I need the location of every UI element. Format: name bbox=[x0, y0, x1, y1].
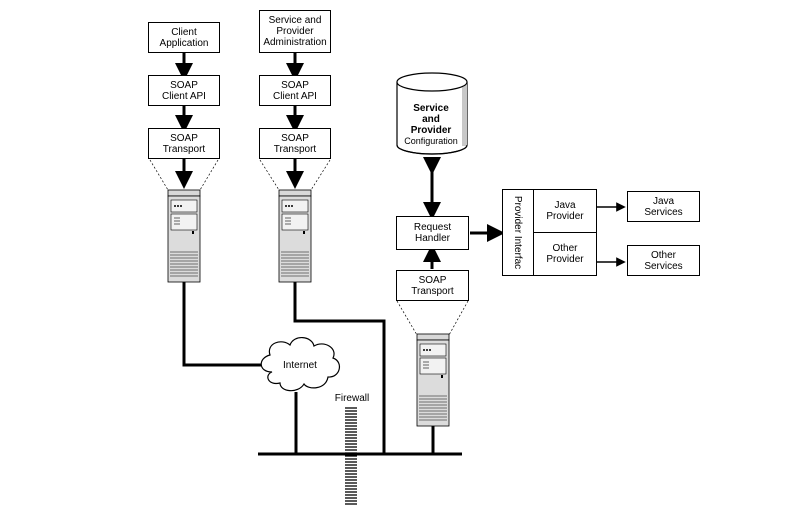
config-line1: Service bbox=[413, 103, 449, 114]
other-services-line1: Other bbox=[650, 249, 676, 261]
other-services-line2: Services bbox=[644, 260, 683, 272]
internet-label: Internet bbox=[283, 360, 317, 371]
config-line2: and bbox=[422, 114, 440, 125]
callout-left-2 bbox=[199, 159, 219, 191]
soap-client-api-left-line2: Client API bbox=[162, 90, 206, 102]
provider-interface-box: Provider Interfac Java Provider Other Pr… bbox=[502, 189, 597, 276]
soap-client-api-admin-line1: SOAP bbox=[281, 79, 309, 91]
soap-transport-admin-line1: SOAP bbox=[281, 132, 309, 144]
client-application-line2: Application bbox=[159, 37, 209, 49]
admin-line1: Service and bbox=[268, 15, 322, 26]
wire-client-to-internet bbox=[182, 282, 268, 367]
client-application-line1: Client bbox=[171, 26, 197, 38]
wire-admin-to-backbone bbox=[293, 282, 386, 454]
other-provider-line1: Other bbox=[552, 243, 578, 254]
java-services-box: Java Services bbox=[627, 191, 700, 222]
config-label: Service and Provider Configuration bbox=[397, 103, 465, 147]
soap-transport-box-left: SOAP Transport bbox=[148, 128, 220, 159]
service-provider-admin-box: Service and Provider Administration bbox=[259, 10, 331, 53]
other-provider-line2: Provider bbox=[546, 254, 584, 265]
request-handler-line1: Request bbox=[413, 222, 452, 233]
callout-server-1 bbox=[396, 300, 418, 336]
internet-cloud-icon bbox=[260, 337, 341, 392]
firewall-icon bbox=[345, 407, 357, 505]
request-handler-box: Request Handler bbox=[396, 216, 469, 250]
admin-line2: Provider bbox=[276, 26, 314, 37]
callout-server-2 bbox=[448, 300, 469, 336]
java-provider-cell: Java Provider bbox=[534, 190, 596, 233]
callout-admin-1 bbox=[259, 159, 280, 191]
soap-transport-server-line2: Transport bbox=[411, 285, 454, 297]
client-application-box: Client Application bbox=[148, 22, 220, 53]
java-services-line2: Services bbox=[644, 206, 683, 218]
java-services-line1: Java bbox=[652, 195, 675, 207]
config-line3: Provider bbox=[410, 125, 452, 136]
provider-interface-text: Provider Interfac bbox=[512, 195, 524, 270]
server-icon-soap bbox=[416, 333, 450, 427]
java-provider-line2: Provider bbox=[546, 211, 584, 222]
database-icon bbox=[396, 72, 468, 155]
soap-client-api-admin-line2: Client API bbox=[273, 90, 317, 102]
soap-client-api-box-admin: SOAP Client API bbox=[259, 75, 331, 106]
soap-transport-left-line2: Transport bbox=[162, 143, 206, 155]
admin-line3: Administration bbox=[263, 37, 327, 48]
provider-interface-label: Provider Interfac bbox=[503, 190, 534, 275]
other-services-box: Other Services bbox=[627, 245, 700, 276]
soap-transport-box-server: SOAP Transport bbox=[396, 270, 469, 301]
callout-admin-2 bbox=[310, 159, 331, 191]
soap-transport-left-line1: SOAP bbox=[170, 132, 198, 144]
request-handler-line2: Handler bbox=[414, 233, 451, 244]
server-icon-client bbox=[167, 189, 201, 283]
callout-left-1 bbox=[149, 159, 169, 191]
soap-client-api-left-line1: SOAP bbox=[170, 79, 198, 91]
soap-transport-admin-line2: Transport bbox=[273, 143, 317, 155]
soap-client-api-box-left: SOAP Client API bbox=[148, 75, 220, 106]
soap-transport-server-line1: SOAP bbox=[418, 274, 447, 286]
other-provider-cell: Other Provider bbox=[534, 233, 596, 275]
config-line4: Configuration bbox=[404, 136, 458, 146]
java-provider-line1: Java bbox=[554, 200, 576, 211]
server-icon-admin bbox=[278, 189, 312, 283]
firewall-label: Firewall bbox=[334, 393, 370, 404]
soap-transport-box-admin: SOAP Transport bbox=[259, 128, 331, 159]
